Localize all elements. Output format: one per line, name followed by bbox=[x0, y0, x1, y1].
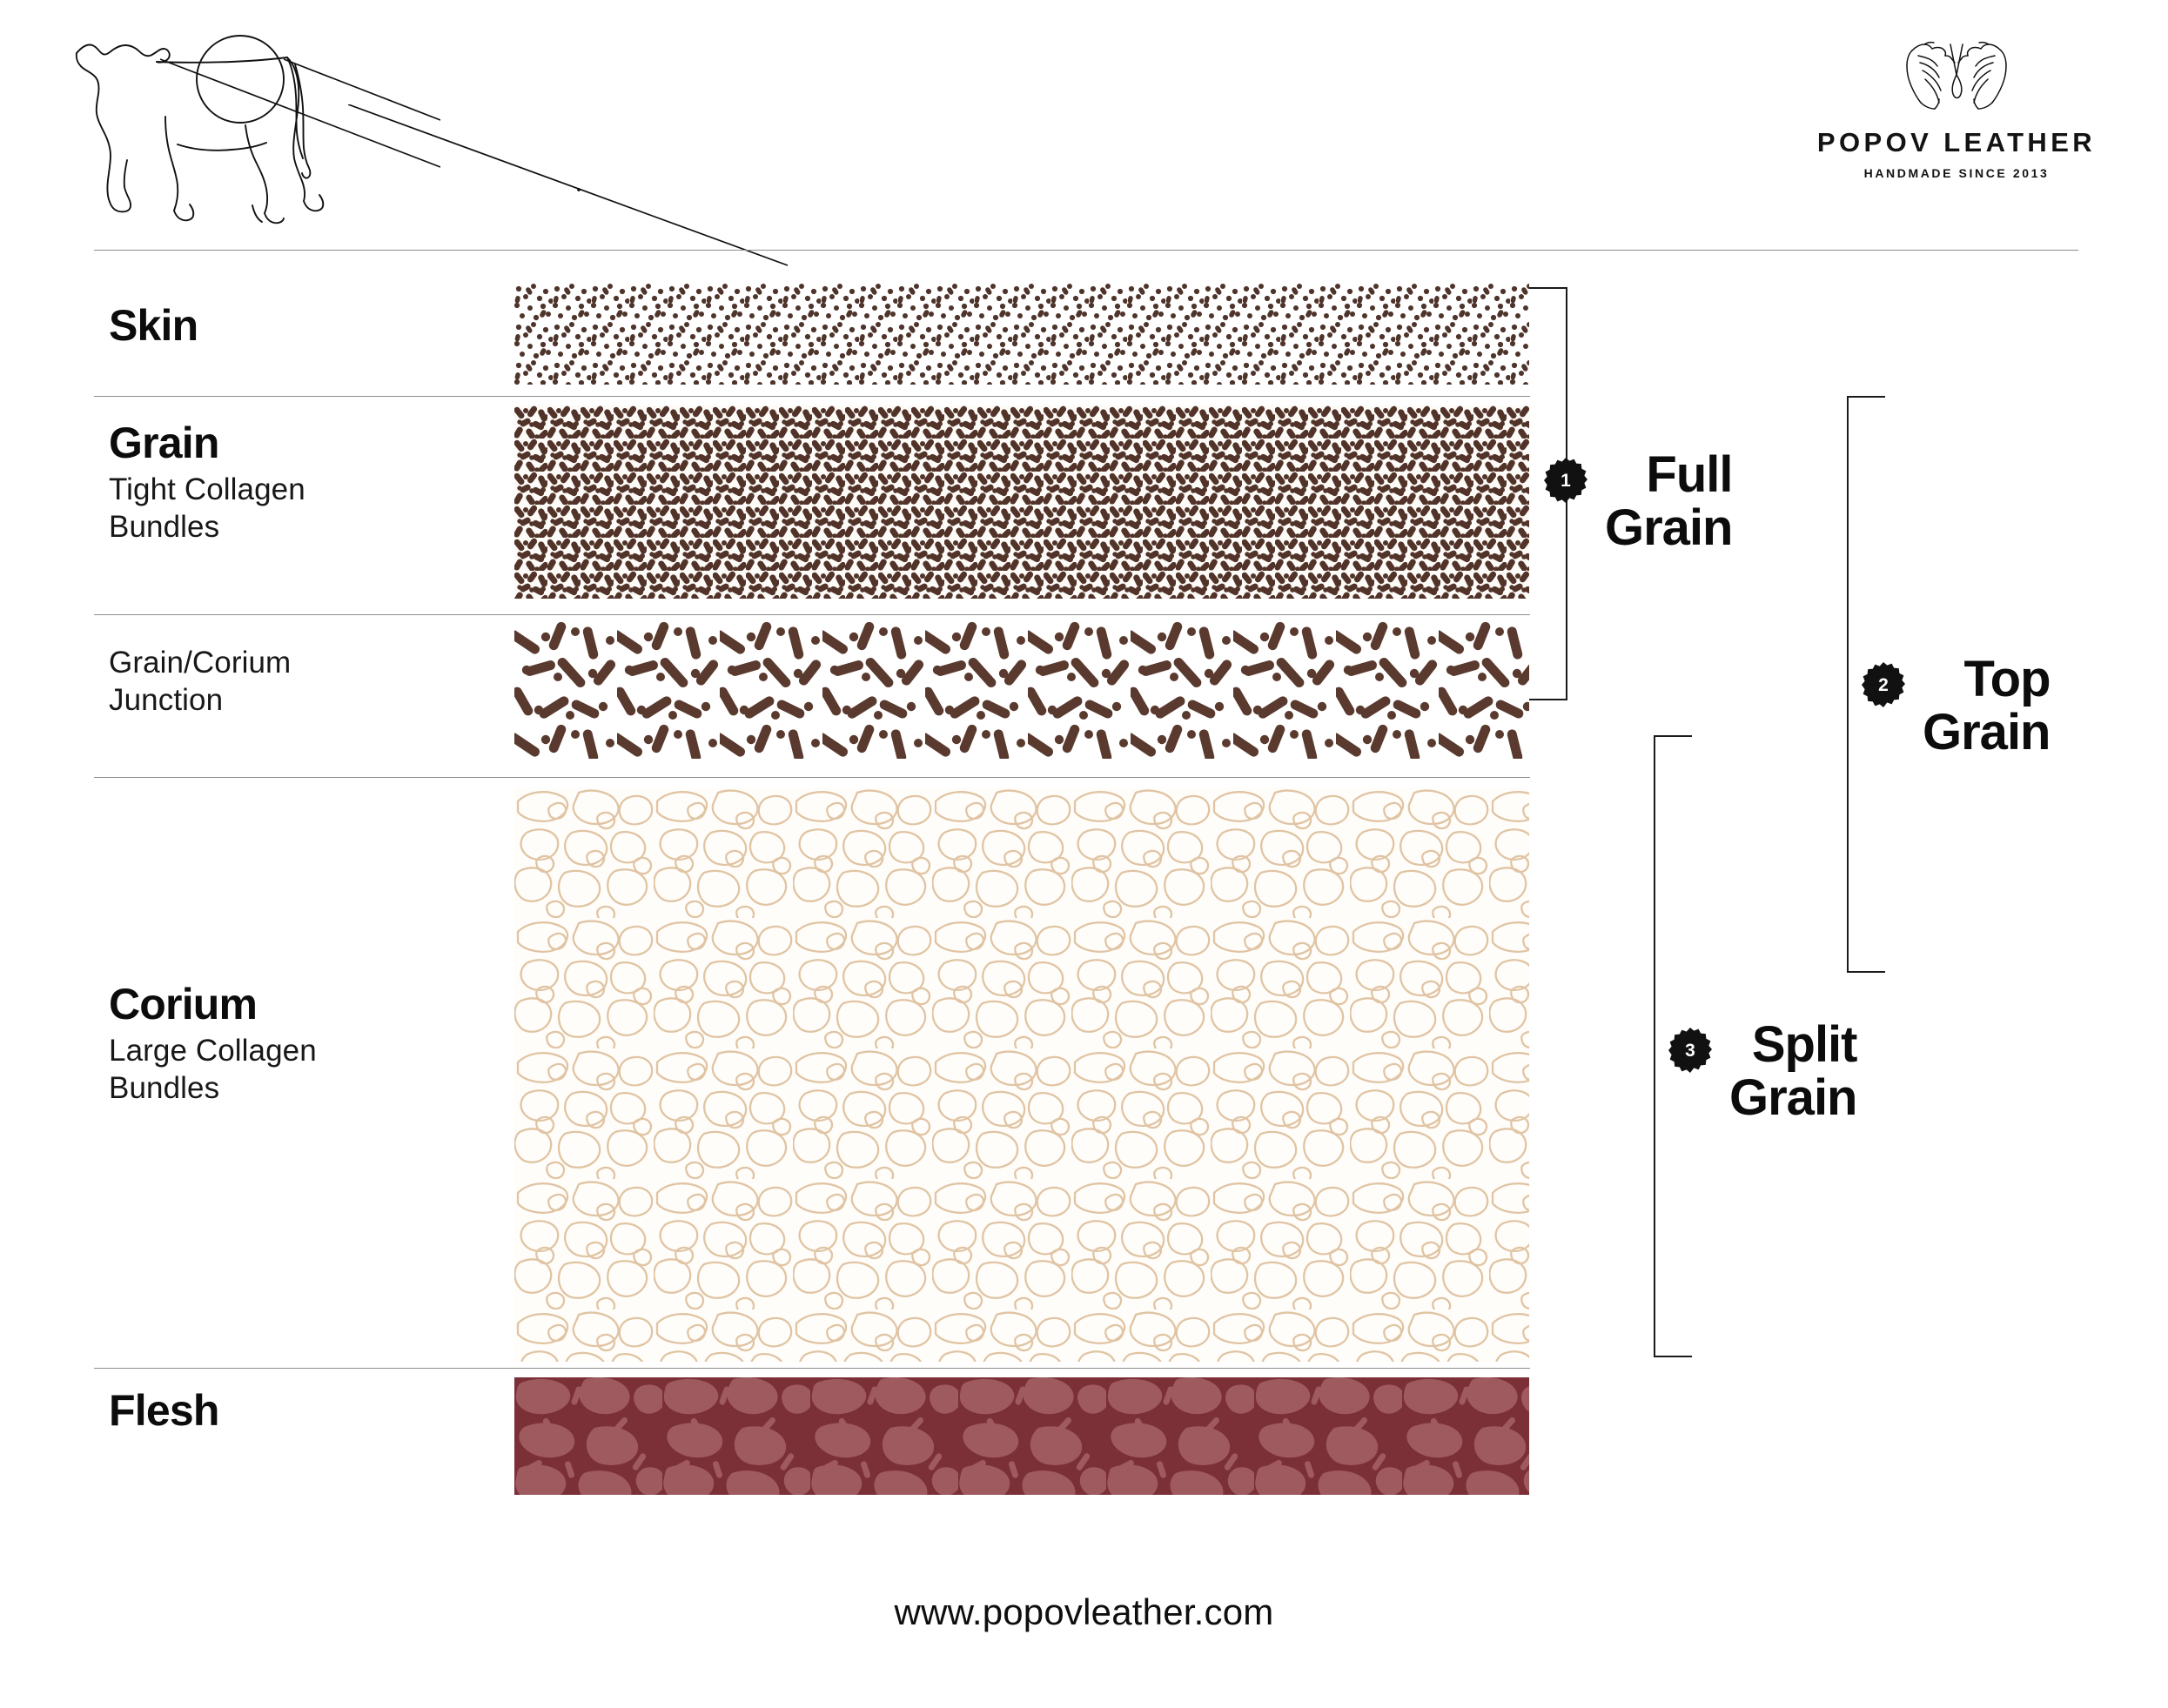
badge-2-number: 2 bbox=[1878, 674, 1889, 695]
layer-label-skin: Skin bbox=[109, 303, 527, 348]
cow-illustration bbox=[75, 35, 440, 224]
layer-title-grain: Grain bbox=[109, 419, 219, 467]
badge-1: 1 bbox=[1542, 457, 1589, 504]
layer-title-corium: Corium bbox=[109, 980, 258, 1028]
swatch-corium bbox=[514, 787, 1529, 1362]
callout-label-split-grain: Split Grain bbox=[1729, 1016, 1857, 1127]
callout-split-grain[interactable]: 3 Split Grain bbox=[1667, 1018, 1857, 1125]
badge-3-number: 3 bbox=[1685, 1040, 1695, 1061]
starburst-badge-icon bbox=[1862, 662, 1905, 707]
callout-label-top-grain: Top Grain bbox=[1923, 651, 2051, 761]
swatch-grain-corium-junction bbox=[514, 620, 1529, 759]
leader-line-long bbox=[348, 104, 789, 266]
layer-subtitle-junction: Grain/Corium Junction bbox=[109, 646, 292, 718]
callout-label-full-grain: Full Grain bbox=[1605, 446, 1733, 557]
cow-icon bbox=[75, 44, 325, 224]
badge-1-number: 1 bbox=[1561, 470, 1571, 491]
layer-label-flesh: Flesh bbox=[109, 1388, 527, 1433]
footer-url[interactable]: www.popovleather.com bbox=[894, 1591, 1274, 1632]
swatch-grain bbox=[514, 405, 1529, 599]
bracket-top-grain bbox=[1847, 396, 1885, 973]
brand-name: POPOV LEATHER bbox=[1816, 127, 2097, 157]
rule-skin-top bbox=[94, 250, 2078, 251]
callout-top-grain[interactable]: 2 Top Grain bbox=[1860, 653, 2051, 760]
rule-grain-junction bbox=[94, 614, 1530, 615]
layer-label-corium: Corium Large Collagen Bundles bbox=[109, 981, 527, 1107]
layer-label-junction: Grain/Corium Junction bbox=[109, 644, 527, 719]
badge-2: 2 bbox=[1860, 661, 1907, 708]
brand-logo: POPOV LEATHER HANDMADE SINCE 2013 bbox=[1813, 30, 2100, 180]
leader-line-secondary-icon bbox=[283, 58, 440, 121]
starburst-badge-icon bbox=[1544, 458, 1587, 503]
leader-line-icon bbox=[159, 58, 440, 168]
callout-full-grain[interactable]: 1 Full Grain bbox=[1542, 448, 1733, 555]
brand-tagline: HANDMADE SINCE 2013 bbox=[1863, 166, 2050, 180]
magnifier-circle-icon bbox=[196, 35, 285, 124]
layer-label-grain: Grain Tight Collagen Bundles bbox=[109, 420, 527, 546]
swatch-flesh bbox=[514, 1377, 1529, 1495]
layer-title-skin: Skin bbox=[109, 301, 198, 350]
layer-title-flesh: Flesh bbox=[109, 1386, 219, 1435]
bracket-split-grain bbox=[1654, 735, 1692, 1357]
two-hands-stitching-icon bbox=[1906, 41, 2007, 110]
rule-corium-flesh bbox=[94, 1368, 1530, 1369]
starburst-badge-icon bbox=[1668, 1028, 1712, 1073]
rule-skin-grain bbox=[94, 396, 1530, 397]
swatch-skin bbox=[514, 284, 1529, 385]
badge-3: 3 bbox=[1667, 1027, 1714, 1074]
layer-subtitle-corium: Large Collagen Bundles bbox=[109, 1034, 317, 1106]
layer-subtitle-grain: Tight Collagen Bundles bbox=[109, 472, 305, 545]
rule-junction-corium bbox=[94, 777, 1530, 778]
